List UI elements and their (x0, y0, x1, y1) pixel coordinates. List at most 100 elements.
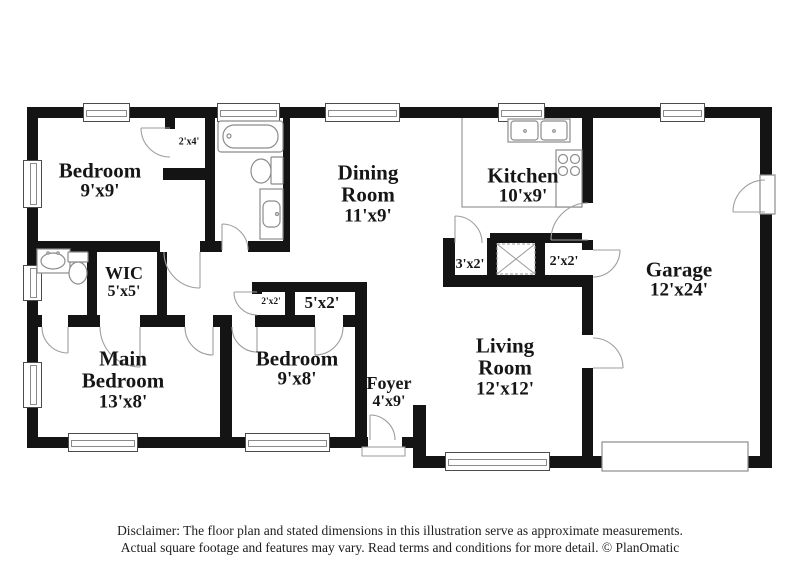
window (660, 103, 705, 122)
room-dims: 9'x9' (80, 181, 120, 203)
kitchen-counter (461, 118, 582, 208)
door-swing (231, 326, 258, 353)
wall-segment (330, 437, 368, 448)
wall-segment (413, 405, 426, 468)
closet-label-2x4: 2'x4' (178, 136, 200, 148)
room-name: Bedroom (58, 158, 142, 183)
front-stoop (361, 446, 406, 457)
wall-segment (285, 282, 295, 327)
wall-segment (248, 241, 290, 252)
room-name: Room (478, 355, 532, 380)
disclaimer-line-2: Actual square footage and features may v… (120, 540, 680, 555)
closet-label-2x2-right: 2'x2' (549, 254, 579, 269)
bathroom-sink-icon (259, 188, 284, 240)
door-swing (184, 326, 214, 356)
room-dims: 13'x8' (98, 391, 148, 413)
room-name: WIC (104, 262, 144, 283)
wall-segment (205, 118, 215, 252)
room-name: Garage (645, 257, 713, 282)
window (83, 103, 130, 122)
wall-segment (582, 368, 593, 457)
stove-icon (555, 149, 583, 208)
closet-label-2x2-left: 2'x2' (261, 297, 281, 307)
garage-door (601, 441, 749, 472)
wall-segment (252, 282, 365, 292)
room-dims: 9'x8' (277, 369, 317, 391)
door-swing (41, 326, 69, 354)
side-door-leaf (759, 174, 776, 215)
room-label-wic: WIC 5'x5' (104, 262, 144, 301)
wall-segment (760, 107, 772, 177)
room-dims: 4'x9' (372, 393, 406, 411)
wall-segment (490, 233, 582, 243)
window (68, 433, 138, 452)
window (23, 265, 42, 301)
door-swing (550, 202, 589, 241)
kitchen-sink-icon (507, 118, 571, 143)
wall-segment (582, 118, 593, 203)
door-swing (314, 326, 344, 356)
wall-segment (87, 252, 97, 327)
door-swing (592, 249, 621, 278)
wall-segment (157, 252, 167, 327)
wall-segment (68, 315, 100, 327)
wall-segment (760, 212, 772, 468)
wall-segment (27, 437, 68, 448)
wall-segment (487, 238, 497, 280)
door-swing (99, 326, 141, 368)
door-swing (163, 251, 201, 289)
room-name: Kitchen (487, 163, 559, 188)
wall-segment (140, 315, 185, 327)
wall-segment (535, 243, 545, 280)
wall-segment (582, 277, 593, 335)
closet-label-5x2: 5'x2' (304, 293, 340, 312)
room-name: Room (341, 182, 395, 207)
room-label-garage: Garage 12'x24' (645, 257, 713, 302)
room-name: Bedroom (255, 346, 339, 371)
room-name: Living (475, 333, 535, 358)
door-swing (592, 337, 624, 369)
window (245, 433, 330, 452)
wall-segment (748, 456, 772, 468)
room-label-living: Living Room 12'x12' (476, 334, 534, 399)
window (23, 160, 42, 208)
room-label-bedroom2: Bedroom 9'x8' (255, 346, 339, 391)
toilet-icon (250, 156, 284, 185)
wall-segment (27, 315, 42, 327)
wall-segment (27, 241, 160, 252)
room-dims: 12'x24' (649, 280, 709, 302)
room-label-main-bedroom: Main Bedroom 13'x8' (82, 347, 164, 412)
room-name: Bedroom (81, 368, 165, 393)
bathroom-sink-icon (36, 248, 71, 274)
room-label-dining: Dining Room 11'x9' (338, 161, 399, 226)
bathtub-icon (217, 120, 284, 153)
wall-segment (355, 282, 367, 437)
room-name: Foyer (366, 372, 412, 393)
wall-segment (550, 456, 602, 468)
room-dims: 10'x9' (498, 186, 548, 208)
room-name: Dining (337, 160, 399, 185)
room-label-bedroom1: Bedroom 9'x9' (58, 158, 142, 203)
wall-segment (163, 168, 215, 180)
room-dims: 11'x9' (344, 205, 392, 227)
wall-segment (283, 118, 290, 252)
window (23, 362, 42, 408)
wall-segment (165, 118, 175, 129)
room-dims: 5'x5' (107, 283, 141, 301)
wall-segment (220, 315, 232, 437)
door-swing (140, 127, 171, 158)
disclaimer-line-1: Disclaimer: The floor plan and stated di… (117, 523, 683, 538)
door-swing (454, 215, 483, 244)
wall-segment (252, 282, 262, 294)
room-label-foyer: Foyer 4'x9' (366, 372, 412, 411)
room-label-kitchen: Kitchen 10'x9' (487, 163, 559, 208)
utility-box-icon (496, 243, 536, 275)
door-swing (233, 291, 258, 316)
wall-segment (413, 456, 445, 468)
wall-segment (443, 238, 455, 287)
wall-segment (200, 241, 222, 252)
room-name: Main (99, 346, 147, 371)
window (325, 103, 400, 122)
wall-segment (443, 275, 593, 287)
